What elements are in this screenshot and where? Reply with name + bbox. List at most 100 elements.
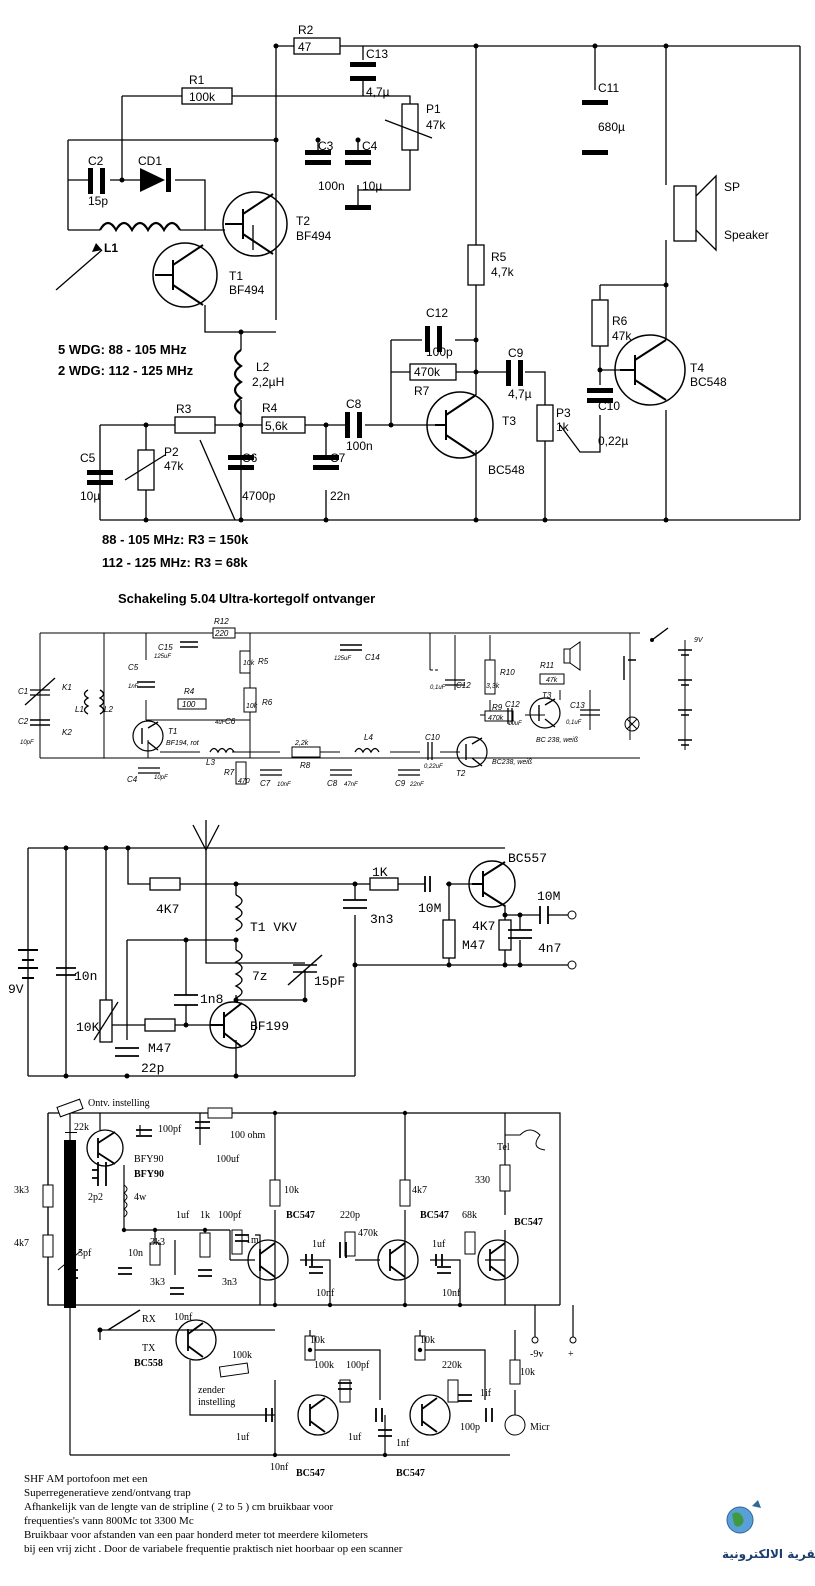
label: C10 [425, 733, 440, 742]
circuit2-parts [24, 627, 692, 785]
label: 100k [314, 1360, 334, 1371]
label: 4w [134, 1192, 147, 1203]
label: 10k [310, 1335, 325, 1346]
label: 220 [214, 629, 229, 638]
label: 10nf [270, 1462, 289, 1473]
label: C7 [260, 779, 271, 788]
label: R4 [184, 687, 195, 696]
label: 100pf [346, 1360, 370, 1371]
label: T3 [542, 691, 552, 700]
label: 4,7µ [366, 85, 390, 99]
label: T2 [456, 769, 466, 778]
label: 100p [426, 345, 453, 359]
label: 1k [200, 1210, 210, 1221]
label: 4,7µ [508, 387, 532, 401]
r3-note: 112 - 125 MHz: R3 = 68k [102, 555, 248, 570]
label: C12 [426, 306, 448, 320]
label: BC547 [296, 1468, 325, 1479]
label: 1K [372, 865, 388, 880]
label: 100n [318, 179, 345, 193]
label: zender [198, 1385, 225, 1396]
label: L3 [206, 758, 215, 767]
label: Tel [497, 1142, 510, 1153]
caption-line: Superregeneratieve zend/ontvang trap [24, 1487, 191, 1499]
transistor-t1 [152, 242, 218, 308]
label: 10k [243, 660, 255, 667]
label: 1uf [312, 1239, 326, 1250]
label: 0,22uF [424, 764, 443, 770]
label: 1nf [396, 1438, 410, 1449]
label: C9 [508, 346, 524, 360]
antenna-icon [192, 824, 220, 852]
label: 100k [232, 1350, 252, 1361]
label: 1uf [348, 1432, 362, 1443]
circuit1-wiring [55, 45, 801, 521]
circuit4-parts [42, 1098, 577, 1458]
label: 22n [330, 489, 350, 503]
coil-l1 [99, 221, 181, 233]
label: C7 [330, 451, 346, 465]
label: 4k7 [412, 1185, 427, 1196]
circuit3-wiring [27, 820, 570, 1077]
label: 1m [246, 1235, 259, 1246]
label: BFY90 [134, 1169, 164, 1180]
label: 47nF [344, 782, 358, 788]
label: 1uf [176, 1210, 190, 1221]
label: R12 [214, 617, 229, 626]
label: 680µ [598, 120, 625, 134]
label: BF494 [296, 229, 332, 243]
label: R11 [540, 661, 554, 670]
label: BF199 [250, 1019, 289, 1034]
label: C6 [225, 717, 236, 726]
circuit4-caption: SHF AM portofoon met een Superregenerati… [24, 1473, 403, 1555]
label: C13 [366, 47, 388, 61]
label: 3k3 [14, 1185, 29, 1196]
potentiometer-p3-body [536, 404, 554, 442]
label: P3 [556, 406, 571, 420]
label: 4K7 [472, 919, 495, 934]
label: BC547 [514, 1217, 543, 1228]
label: 10nf [442, 1288, 461, 1299]
label: 7z [252, 969, 268, 984]
label: C8 [327, 779, 338, 788]
resistor-r3-body [174, 416, 216, 434]
label: BC558 [134, 1358, 163, 1369]
caption-line: bij een vrij zicht . Door de variabele f… [24, 1543, 403, 1555]
label: L1 [104, 241, 118, 255]
label: 15p [88, 194, 108, 208]
label: L4 [364, 733, 373, 742]
label: L2 [104, 705, 113, 714]
caption-line: Afhankelijk van de lengte van de stripli… [24, 1501, 333, 1513]
label: 125uF [334, 656, 351, 662]
label: C2 [18, 717, 29, 726]
label: 1uf [236, 1432, 250, 1443]
label: 10nf [316, 1288, 335, 1299]
label: 4uF [215, 720, 226, 726]
label: P1 [426, 102, 441, 116]
label: 470 [238, 778, 250, 785]
label: C10 [598, 399, 620, 413]
label: RX [142, 1314, 157, 1325]
site-logo: القرية الالكترونية [722, 1500, 815, 1562]
label: 1n8 [200, 992, 223, 1007]
transistor-t4 [614, 334, 686, 406]
label: M47 [462, 938, 485, 953]
label: 22k [74, 1122, 89, 1133]
capacitor-c11-plate [582, 150, 608, 155]
label: 2p2 [88, 1192, 103, 1203]
label: 10pF [154, 775, 168, 781]
label: 5,6k [265, 419, 289, 433]
circuit1-labels: R2 47 C13 4,7µ R1 100k P1 47k C11 680µ C… [80, 23, 769, 503]
label: C4 [362, 139, 378, 153]
label: 100pf [218, 1210, 242, 1221]
label: 4K7 [156, 902, 179, 917]
label: 10K [76, 1020, 100, 1035]
caption-line: frequenties's vann 800Mc tot 3300 Mc [24, 1515, 194, 1527]
label: SP [724, 180, 740, 194]
coil-l2 [233, 349, 243, 415]
label: Speaker [724, 228, 769, 242]
label: 2,2µH [252, 375, 284, 389]
speaker-sp-body [673, 185, 697, 242]
resistor-r4-body [261, 416, 306, 434]
label: 5pf [78, 1248, 92, 1259]
